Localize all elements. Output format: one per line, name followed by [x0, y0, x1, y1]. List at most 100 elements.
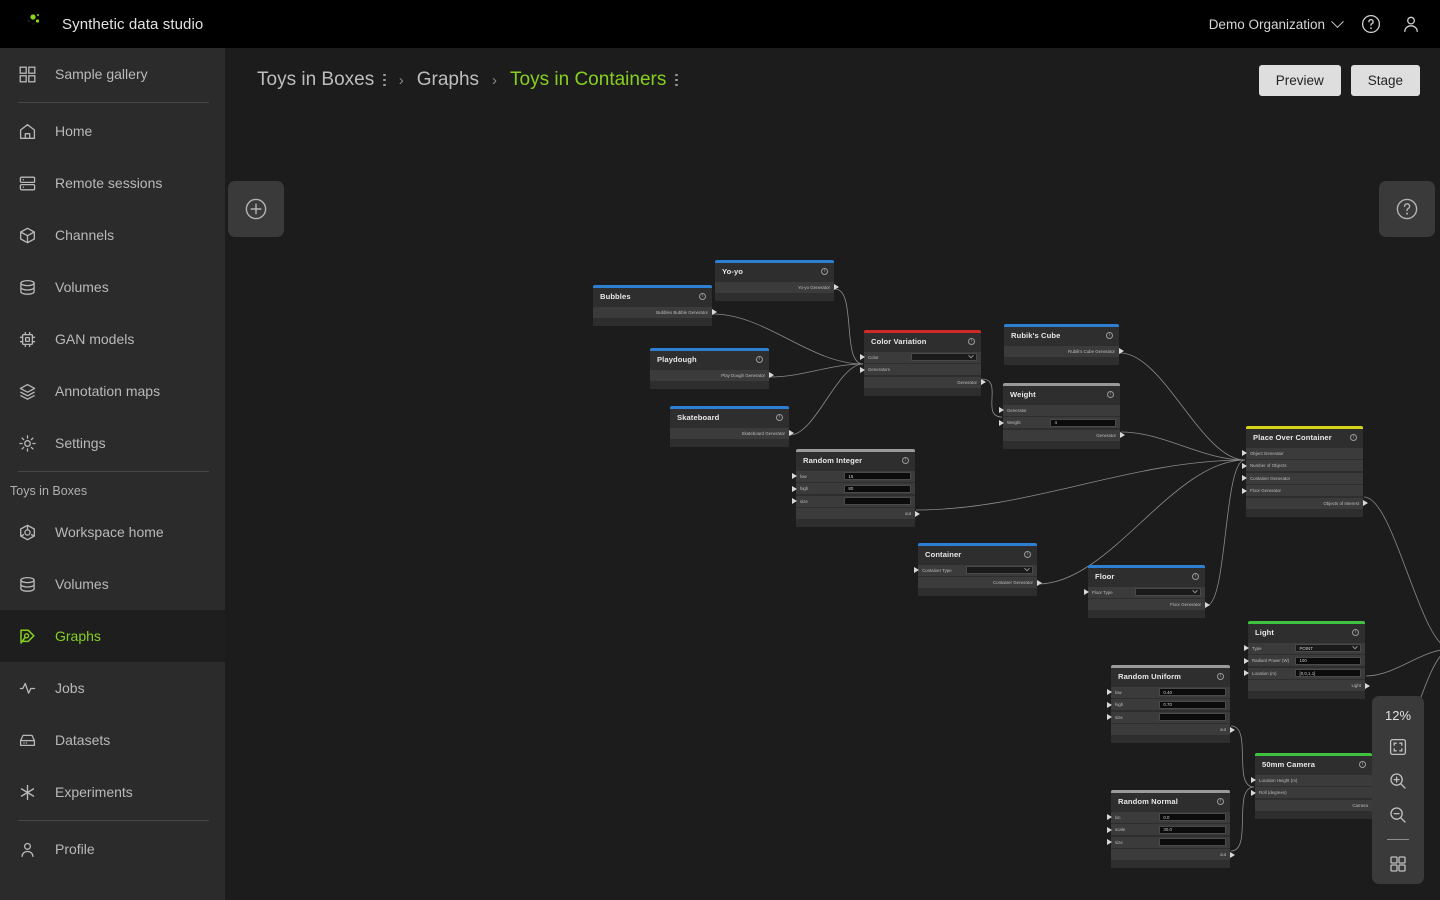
node-output-row[interactable]: Bubbles Bubble Generator: [593, 306, 717, 318]
input-port[interactable]: [1244, 645, 1249, 651]
output-port[interactable]: [1205, 601, 1210, 608]
breadcrumb-kebab-menu-icon[interactable]: [383, 73, 386, 87]
info-icon[interactable]: i: [902, 457, 909, 464]
sidebar-item-annotation-maps[interactable]: Annotation maps: [0, 365, 225, 417]
input-port[interactable]: [1107, 714, 1112, 720]
field-value[interactable]: 100: [1295, 656, 1361, 665]
sidebar-item-jobs[interactable]: Jobs: [0, 662, 225, 714]
field-value[interactable]: [1135, 587, 1201, 596]
output-port[interactable]: [1120, 432, 1125, 438]
sidebar-item-channels[interactable]: Channels: [0, 209, 225, 261]
info-icon[interactable]: i: [968, 338, 975, 345]
question-circle-icon[interactable]: [1360, 13, 1382, 35]
input-port[interactable]: [1107, 701, 1112, 708]
field-value[interactable]: [911, 352, 977, 361]
info-icon[interactable]: i: [1106, 332, 1113, 339]
node-output-row[interactable]: Skateboard Generator: [670, 427, 794, 439]
field-value[interactable]: 0.70: [1159, 700, 1226, 709]
info-icon[interactable]: i: [776, 414, 783, 421]
info-icon[interactable]: i: [1024, 551, 1031, 558]
input-port[interactable]: [860, 354, 865, 360]
field-value[interactable]: POINT: [1295, 643, 1361, 652]
node-input-row[interactable]: Container Generator: [1242, 472, 1363, 484]
input-port[interactable]: [792, 485, 797, 492]
breadcrumb-item[interactable]: Toys in Containers: [510, 69, 667, 90]
node-output-row[interactable]: Generator: [864, 376, 986, 388]
node-output-row[interactable]: Floor Generator: [1088, 599, 1210, 610]
info-icon[interactable]: i: [1359, 761, 1366, 768]
node-input-row[interactable]: Generators: [860, 364, 981, 375]
sidebar-item-volumes[interactable]: Volumes: [0, 261, 225, 313]
field-value[interactable]: [0,0,1.1]: [1295, 669, 1361, 677]
breadcrumb-item[interactable]: Graphs: [416, 69, 480, 90]
field-value[interactable]: [1159, 713, 1226, 721]
input-port[interactable]: [1251, 777, 1256, 783]
canvas-help-button[interactable]: [1379, 181, 1435, 237]
breadcrumb-kebab-menu-icon[interactable]: [675, 73, 678, 87]
node-output-row[interactable]: Camera: [1255, 799, 1377, 811]
sidebar-item-graphs[interactable]: Graphs: [0, 610, 225, 662]
input-port[interactable]: [792, 473, 797, 479]
input-port[interactable]: [1242, 450, 1247, 456]
field-value[interactable]: [966, 565, 1033, 574]
input-port[interactable]: [1107, 826, 1112, 833]
sidebar-item-experiments[interactable]: Experiments: [0, 766, 225, 818]
node-input-row[interactable]: Object Generator: [1242, 447, 1363, 459]
node-output-row[interactable]: Light: [1248, 680, 1370, 691]
input-port[interactable]: [1084, 589, 1089, 595]
input-port[interactable]: [914, 567, 919, 573]
organization-selector[interactable]: Demo Organization: [1209, 14, 1344, 32]
node-field-row[interactable]: Floor Type: [1084, 586, 1205, 598]
output-port[interactable]: [1230, 726, 1235, 733]
input-port[interactable]: [1242, 462, 1247, 469]
node-output-row[interactable]: out: [796, 508, 920, 519]
node-output-row[interactable]: Play Dough Generator: [650, 369, 774, 381]
output-port[interactable]: [1363, 500, 1368, 506]
input-port[interactable]: [999, 419, 1004, 426]
node-input-row[interactable]: Number of Objects: [1242, 460, 1363, 471]
user-icon[interactable]: [1400, 13, 1422, 35]
add-node-button[interactable]: [228, 181, 284, 237]
node-field-row[interactable]: Radiant Power (W)100: [1244, 655, 1365, 666]
node-field-row[interactable]: Color: [860, 351, 981, 363]
sidebar-item-settings[interactable]: Settings: [0, 417, 225, 469]
node-input-row[interactable]: Floor Generator: [1242, 485, 1363, 496]
info-icon[interactable]: i: [1217, 798, 1224, 805]
sidebar-item-profile[interactable]: Profile: [0, 823, 225, 875]
sidebar-item-workspace-home[interactable]: Workspace home: [0, 506, 225, 558]
node-output-row[interactable]: Generator: [1003, 429, 1125, 441]
input-port[interactable]: [1242, 475, 1247, 481]
node-output-row[interactable]: out: [1111, 849, 1235, 860]
info-icon[interactable]: i: [1352, 629, 1359, 636]
fit-to-screen-icon[interactable]: [1388, 737, 1408, 757]
node-input-row[interactable]: Generator: [999, 404, 1120, 416]
grid-icon[interactable]: [1388, 854, 1408, 874]
input-port[interactable]: [1244, 670, 1249, 676]
output-port[interactable]: [789, 430, 794, 436]
field-value[interactable]: 4: [1050, 418, 1116, 427]
node-field-row[interactable]: size: [1107, 711, 1230, 723]
input-port[interactable]: [1107, 814, 1112, 820]
info-icon[interactable]: i: [1217, 673, 1224, 680]
preview-button[interactable]: Preview: [1258, 64, 1341, 96]
node-output-row[interactable]: Container Generator: [918, 577, 1042, 588]
output-port[interactable]: [1365, 682, 1370, 689]
output-port[interactable]: [981, 379, 986, 385]
